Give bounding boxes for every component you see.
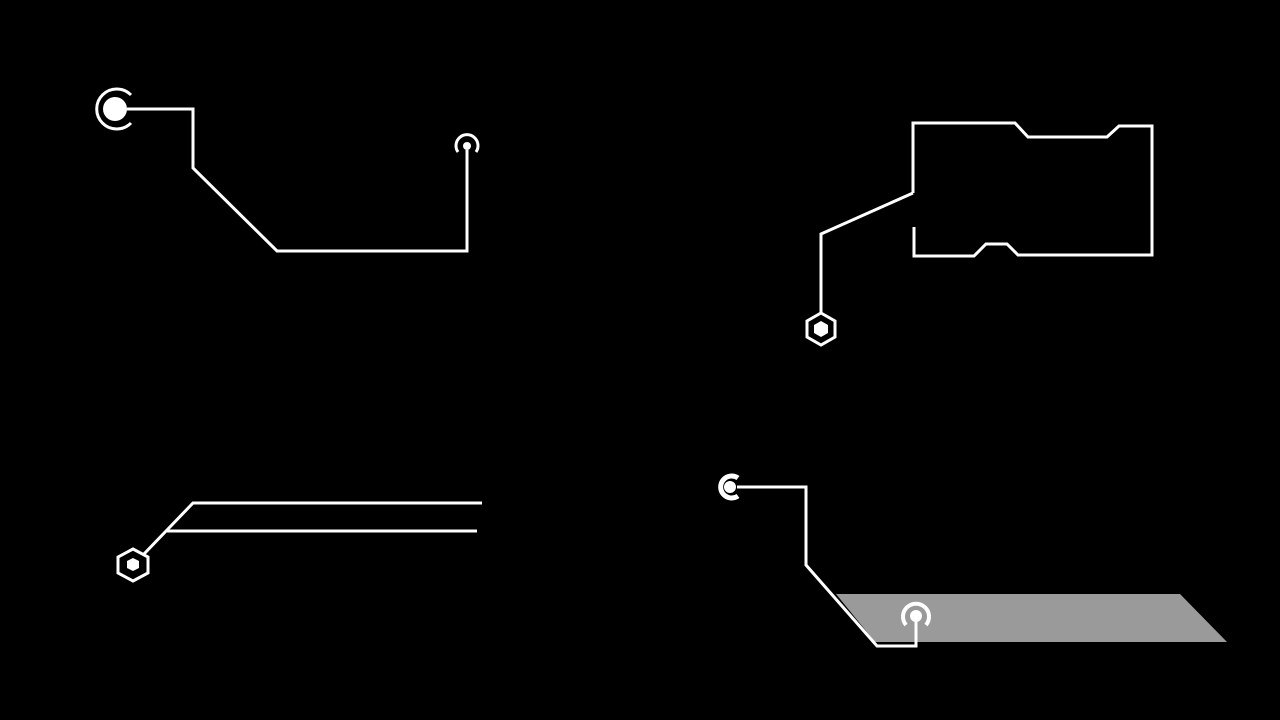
callout-line — [127, 107, 469, 253]
callout-bottom-right — [718, 473, 1227, 648]
hexagon-node-icon — [805, 311, 837, 347]
callout-top-right — [805, 121, 1154, 347]
callout-bottom-left — [116, 501, 482, 583]
target-dot-icon — [718, 473, 740, 501]
signal-dot-icon — [454, 133, 480, 153]
hexagon-node-icon — [116, 547, 150, 583]
notched-box-frame — [911, 121, 1154, 258]
gray-panel — [836, 594, 1227, 642]
callout-line — [819, 191, 914, 313]
callout-top-left — [95, 87, 480, 253]
callout-line-upper — [141, 501, 482, 557]
signal-dot-icon — [901, 601, 931, 627]
target-dot-icon — [95, 87, 133, 131]
callout-line — [737, 485, 918, 648]
